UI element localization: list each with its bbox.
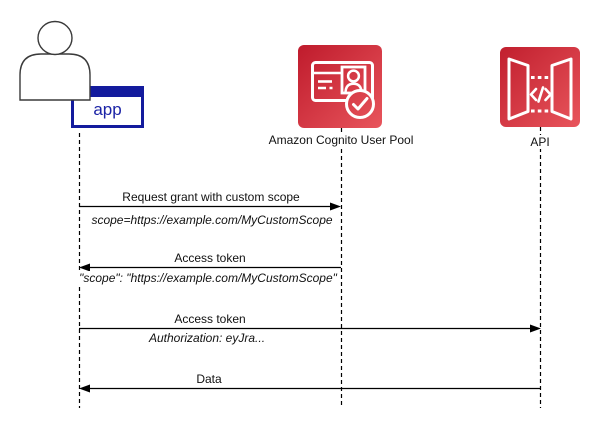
cognito-check-circle: [345, 89, 375, 119]
message-3-label: Access token: [172, 312, 248, 326]
participant-label-api: API: [528, 135, 552, 149]
cognito-user-pool-icon: [298, 45, 382, 128]
message-4-label: Data: [194, 372, 224, 386]
api-code-glyph: [529, 86, 552, 103]
message-arrow-1: [79, 202, 341, 211]
message-arrow-3: [79, 324, 541, 333]
message-1-detail: scope=https://example.com/MyCustomScope: [89, 213, 335, 227]
message-arrow-2: [79, 263, 341, 272]
message-1-label: Request grant with custom scope: [120, 190, 302, 204]
person-actor-icon: [19, 20, 91, 101]
cognito-check-mark: [352, 97, 369, 111]
participant-label-app: app: [93, 100, 122, 119]
message-2-label: Access token: [172, 251, 248, 265]
app-window-titlebar: [74, 89, 141, 97]
api-doors-art: [507, 57, 573, 121]
participant-label-cognito: Amazon Cognito User Pool: [266, 133, 416, 147]
api-gateway-icon: [500, 47, 580, 127]
api-icon-background: [500, 47, 580, 127]
message-arrow-4: [79, 384, 540, 393]
message-3-detail: Authorization: eyJra...: [146, 331, 268, 345]
person-body: [19, 53, 91, 101]
message-2-detail: "scope": "https://example.com/MyCustomSc…: [77, 271, 339, 285]
person-head: [37, 20, 73, 56]
